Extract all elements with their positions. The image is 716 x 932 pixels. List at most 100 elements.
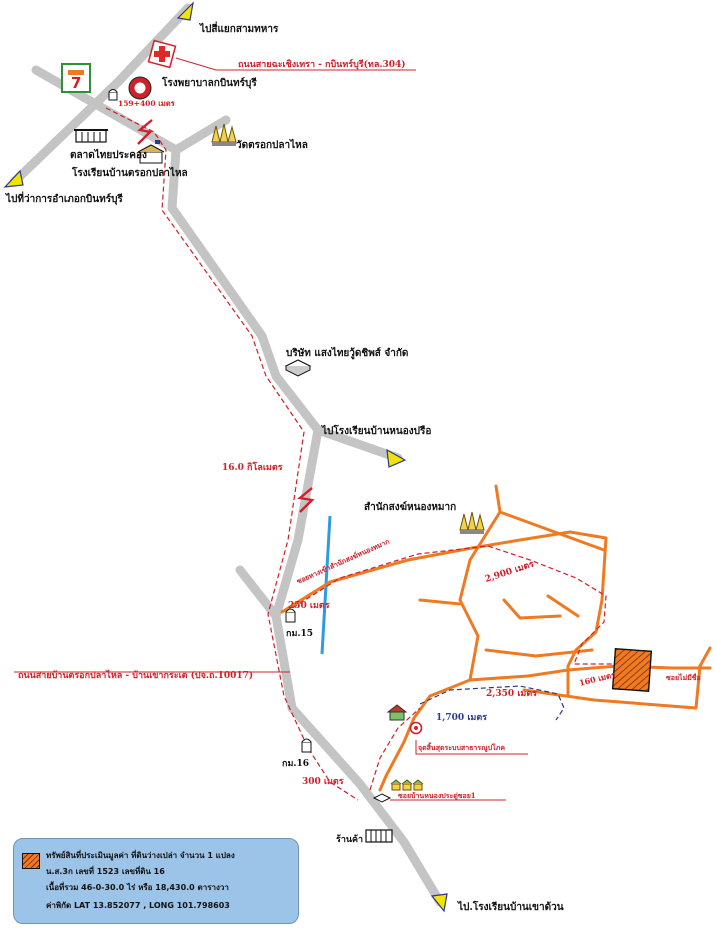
factory-icon [372, 793, 392, 803]
label-dist-250: 250 เมตร [288, 601, 330, 611]
label-road-10017: ถนนสายบ้านตรอกปลาไหล - บ้านเขากระเต (ปจ.… [18, 669, 253, 681]
route-path-alt [419, 685, 565, 721]
school-roof [137, 144, 165, 153]
local-road [522, 664, 702, 710]
milestone-body [108, 91, 118, 101]
label-school-1: โรงเรียนบ้านตรอกปลาไหล [71, 166, 188, 179]
milestone-icon [285, 608, 296, 623]
label-km-16: กม.16 [282, 759, 309, 769]
factory-sides [285, 366, 311, 377]
legend-line-1: ทรัพย์สินที่ประเมินมูลค่า ที่ดินว่างเปล่… [46, 851, 235, 860]
legend-parcel-swatch [22, 853, 40, 869]
label-to-district: ไปที่ว่าการอำเภอกบินทร์บุรี [5, 191, 123, 205]
seven-eleven-icon: 7 [61, 63, 91, 93]
label-km-159: 159+400 เมตร [118, 99, 176, 108]
temple-base [460, 530, 484, 534]
label-distance-16km: 16.0 กิโลเมตร [222, 461, 283, 473]
water-point-icon [409, 721, 423, 735]
milestone-body [285, 611, 296, 623]
lightning-icon [297, 487, 315, 513]
label-to-school-2: ไปโรงเรียนบ้านหนองปรือ [321, 424, 431, 437]
shop-body [365, 829, 393, 843]
local-road [484, 648, 594, 658]
temple-base [212, 142, 236, 146]
main-roads [9, 3, 445, 907]
route-path [105, 107, 359, 801]
label-dist-2350: 2,350 เมตร [486, 689, 537, 699]
legend-line-3: เนื้อที่รวม 46-0-30.0 ไร่ หรือ 18,430.0 … [46, 883, 229, 892]
route-dashed [105, 107, 612, 801]
label-soi-end: ซอยไม่มีชื่อ [666, 672, 701, 682]
arrow-west-icon [3, 169, 24, 188]
milestone-body [301, 741, 312, 753]
label-km-15: กม.15 [286, 629, 313, 639]
school-flag [155, 140, 160, 144]
pointer-line [175, 57, 416, 71]
milestone-icon [108, 89, 118, 101]
legend-line-2: น.ส.3ก เลขที่ 1523 เลขที่ดิน 16 [46, 867, 165, 876]
hospital-cross-horizontal [154, 51, 170, 57]
label-company: บริษัท แสงไทยวู้ดชิพส์ จำกัด [286, 346, 408, 360]
local-road [698, 646, 712, 668]
local-roads [280, 484, 712, 792]
building-icon [74, 129, 108, 143]
gas-station-inner [134, 82, 146, 94]
temple-spires [459, 511, 485, 531]
factory-body [372, 793, 392, 803]
house-body [402, 783, 412, 791]
lightning-icon [137, 119, 153, 145]
house-roofs [390, 779, 424, 785]
label-dist-1700: 1,700 เมตร [436, 713, 487, 723]
local-road [502, 598, 562, 620]
shop-pillars [370, 830, 387, 842]
parcel-area [611, 648, 653, 692]
label-monastery: สำนักสงฆ์หนองหมาก [364, 501, 456, 513]
arrow-north-icon [176, 1, 194, 21]
lightning-marks [137, 119, 315, 513]
local-road [498, 510, 606, 552]
label-dist-2900: 2,900 เมตร [484, 560, 536, 585]
label-to-school-3: ไป.โรงเรียนบ้านเขาด้วน [457, 900, 564, 913]
highway-304-road [9, 3, 193, 187]
building-pillars [81, 132, 101, 142]
temple-icon [211, 123, 237, 146]
label-soi-1: ซอยบ้านหนองประดู่ซอย1 [398, 791, 476, 801]
house-icon [390, 779, 424, 791]
label-dist-160: 160 เมตร [578, 669, 617, 688]
branch-road-nongprue [313, 425, 403, 463]
house-body [391, 783, 401, 791]
school-icon [137, 140, 165, 164]
seven-eleven-glyph: 7 [71, 74, 81, 92]
label-highway-304: ถนนสายฉะเชิงเทรา - กบินทร์บุรี(ทล.304) [238, 58, 406, 70]
water-point-dot [414, 726, 418, 730]
seven-eleven-stripe [68, 70, 84, 75]
house-body [389, 711, 405, 721]
building-body [75, 129, 107, 143]
road-arrows [3, 1, 448, 913]
label-shop: ร้านค้า [336, 834, 363, 845]
route-path [285, 545, 612, 665]
gas-station-icon [128, 76, 152, 100]
route-path [369, 707, 421, 791]
main-route-road [167, 145, 445, 907]
milestone-icon [301, 738, 312, 753]
house-body [413, 783, 423, 791]
seven-eleven-box [61, 63, 91, 93]
factory-icon [284, 359, 312, 377]
label-temple-1: วัดตรอกปลาไหล [236, 138, 308, 151]
legend-box: ทรัพย์สินที่ประเมินมูลค่า ที่ดินว่างเปล่… [13, 838, 299, 924]
label-water-tank: จุดสิ้นสุดระบบสาธารณูปโภค [418, 741, 505, 753]
local-road [418, 598, 462, 606]
arrow-east-icon [386, 448, 407, 468]
label-dist-300: 300 เมตร [302, 777, 344, 787]
temple-icon [459, 511, 485, 534]
label-to-samyaek: ไปสี่แยกสามทหาร [199, 21, 279, 35]
shop-icon [365, 829, 393, 843]
milestone-top [108, 89, 118, 93]
arrow-south-icon [430, 893, 448, 913]
pointer-line [415, 740, 528, 755]
milestone-top [301, 738, 312, 743]
local-road [468, 664, 712, 682]
branch-road-south [235, 565, 281, 621]
